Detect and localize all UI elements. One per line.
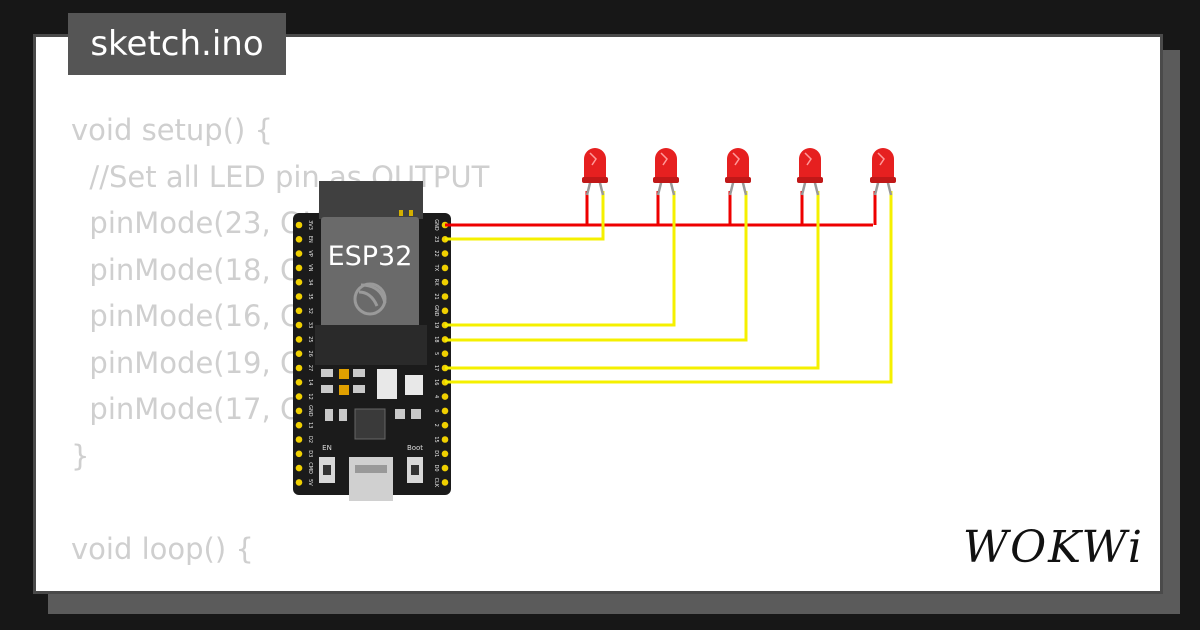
right-pin-label: D0	[433, 465, 439, 472]
code-line: }	[71, 438, 90, 473]
right-pin[interactable]	[441, 250, 449, 257]
left-pin[interactable]	[295, 436, 303, 443]
esp32-board[interactable]: ESP32 EN Boot	[293, 181, 451, 501]
right-pin[interactable]	[441, 407, 449, 415]
signal-wire	[445, 191, 893, 384]
left-pin[interactable]	[295, 407, 303, 415]
left-pin[interactable]	[295, 264, 303, 272]
right-pin-label: 18	[433, 336, 439, 342]
left-pin-label: 27	[307, 365, 313, 371]
right-pin-label: GND	[433, 219, 439, 231]
left-pin[interactable]	[295, 421, 303, 429]
en-label: EN	[322, 444, 332, 452]
right-pin-label: 21	[433, 293, 439, 299]
left-pin-label: 12	[307, 393, 313, 399]
right-pin-label: 17	[433, 365, 439, 371]
left-pin-label: 32	[307, 308, 313, 314]
left-pin[interactable]	[295, 350, 303, 358]
right-pin[interactable]	[441, 421, 449, 429]
right-pin-label: 22	[433, 250, 439, 256]
usb-port[interactable]	[349, 457, 393, 501]
left-pin-label: 14	[307, 379, 313, 385]
left-pin[interactable]	[295, 278, 303, 286]
right-pin-label: GND	[433, 305, 439, 317]
left-pin-label: 25	[307, 336, 313, 342]
left-pin-label: 3V3	[307, 220, 313, 230]
right-pin-label: 5	[433, 352, 439, 355]
left-pin[interactable]	[295, 293, 303, 300]
left-pin-label: 13	[307, 422, 313, 428]
module-label: ESP32	[328, 241, 413, 272]
right-pin-label: 2	[433, 424, 439, 427]
esp32-module	[321, 217, 419, 329]
left-pin[interactable]	[295, 321, 303, 329]
left-pin-label: 34	[307, 279, 313, 285]
right-pin-label: CLK	[433, 478, 439, 488]
left-pin[interactable]	[295, 250, 303, 257]
right-pin[interactable]	[441, 464, 449, 472]
left-pin-label: D3	[307, 450, 313, 457]
right-pin[interactable]	[441, 479, 449, 486]
led-4[interactable]	[797, 148, 823, 196]
boot-label: Boot	[407, 444, 423, 452]
left-pin[interactable]	[295, 307, 303, 315]
left-pin-label: VN	[307, 264, 313, 271]
code-line: void loop() {	[71, 531, 254, 566]
left-pin[interactable]	[295, 479, 303, 486]
signal-wire	[445, 191, 676, 327]
right-pin-label: 16	[433, 379, 439, 385]
right-pin-label: 23	[433, 236, 439, 242]
signal-wire	[445, 191, 605, 241]
led-5[interactable]	[870, 148, 896, 196]
left-pin-label: VP	[307, 250, 313, 256]
left-pin[interactable]	[295, 450, 303, 458]
left-pin-label: D2	[307, 436, 313, 443]
right-pin[interactable]	[441, 307, 449, 315]
left-pin[interactable]	[295, 393, 303, 400]
right-pin-label: 15	[433, 436, 439, 442]
right-pin-label: TX	[433, 264, 439, 272]
wires	[445, 191, 893, 384]
preview-card: void setup() { //Set all LED pin as OUTP…	[33, 34, 1163, 594]
left-pin-label: 26	[307, 351, 313, 357]
left-pin-label: CMD	[307, 462, 313, 474]
left-pin-label: EN	[307, 236, 313, 243]
file-tab[interactable]: sketch.ino	[68, 13, 286, 75]
left-pin-label: 5V	[307, 479, 313, 486]
right-pin-label: 19	[433, 322, 439, 328]
circuit-diagram: ESP32 EN Boot	[293, 148, 896, 501]
led-1[interactable]	[582, 148, 608, 196]
right-pin-label: RX	[433, 279, 439, 286]
left-pin-label: 33	[307, 322, 313, 328]
left-pin[interactable]	[295, 236, 303, 243]
left-pin[interactable]	[295, 464, 303, 472]
left-pin-label: GND	[307, 405, 313, 417]
led-2[interactable]	[653, 148, 679, 196]
left-pin[interactable]	[295, 221, 303, 229]
left-pin[interactable]	[295, 336, 303, 343]
espressif-icon	[353, 282, 387, 316]
signal-wire	[445, 191, 748, 342]
right-pin-label: 4	[433, 395, 439, 398]
left-pin[interactable]	[295, 364, 303, 372]
code-line: void setup() {	[71, 113, 273, 147]
right-pin[interactable]	[441, 450, 449, 458]
right-pin-label: 0	[433, 409, 439, 412]
right-pin[interactable]	[441, 293, 449, 300]
left-pin-label: 35	[307, 293, 313, 299]
right-pin[interactable]	[441, 350, 449, 358]
right-pin[interactable]	[441, 436, 449, 443]
left-pin[interactable]	[295, 379, 303, 386]
right-pin[interactable]	[441, 278, 449, 286]
wokwi-logo: WOKWi	[962, 522, 1144, 573]
antenna	[319, 181, 423, 219]
right-pin-label: D1	[433, 450, 439, 457]
right-pin[interactable]	[441, 393, 449, 400]
right-pin[interactable]	[441, 264, 449, 272]
led-3[interactable]	[725, 148, 751, 196]
signal-wire	[445, 191, 820, 370]
